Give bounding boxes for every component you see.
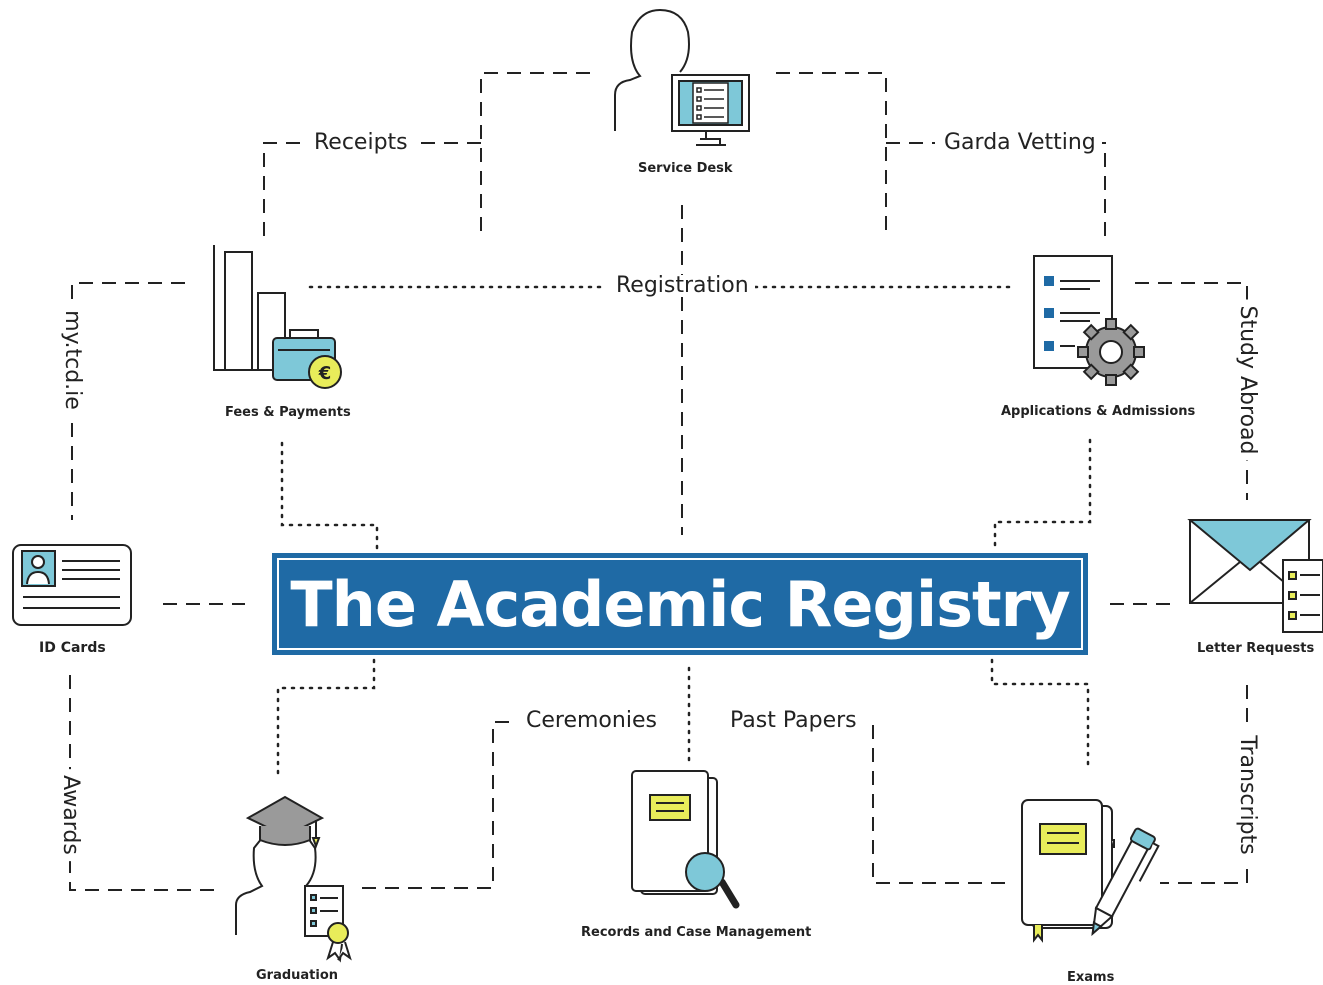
- fees-payments-label: Fees & Payments: [225, 405, 351, 420]
- diagram-title: The Academic Registry: [290, 567, 1070, 641]
- letter-requests-icon: [1187, 519, 1323, 633]
- registration-label: Registration: [610, 275, 755, 297]
- service-desk-icon: [614, 8, 750, 146]
- applications-admissions-label: Applications & Admissions: [1001, 404, 1196, 419]
- title-banner-border: The Academic Registry: [277, 558, 1083, 650]
- study-abroad-label: Study Abroad: [1235, 299, 1260, 461]
- letter-requests-label: Letter Requests: [1197, 641, 1315, 656]
- exams-label: Exams: [1067, 970, 1115, 985]
- ceremonies-label: Ceremonies: [520, 710, 663, 732]
- id-card-icon: [12, 544, 132, 626]
- transcripts-label: Transcripts: [1235, 729, 1260, 861]
- records-label: Records and Case Management: [581, 925, 812, 940]
- svg-text:€: €: [318, 363, 332, 384]
- fees-payments-icon: €: [213, 245, 342, 389]
- applications-admissions-icon: [1033, 255, 1145, 386]
- id-cards-label: ID Cards: [39, 640, 106, 656]
- mytcd-label: my.tcd.ie: [60, 304, 85, 416]
- title-banner: The Academic Registry: [272, 553, 1088, 655]
- past-papers-label: Past Papers: [724, 710, 863, 732]
- graduation-label: Graduation: [256, 968, 339, 983]
- exams-icon: [1021, 799, 1160, 943]
- awards-label: Awards: [58, 769, 83, 861]
- garda-vetting-label: Garda Vetting: [938, 132, 1102, 154]
- receipts-label: Receipts: [308, 132, 414, 154]
- graduation-icon: [235, 795, 352, 963]
- service-desk-label: Service Desk: [638, 161, 733, 176]
- records-case-icon: [631, 770, 740, 909]
